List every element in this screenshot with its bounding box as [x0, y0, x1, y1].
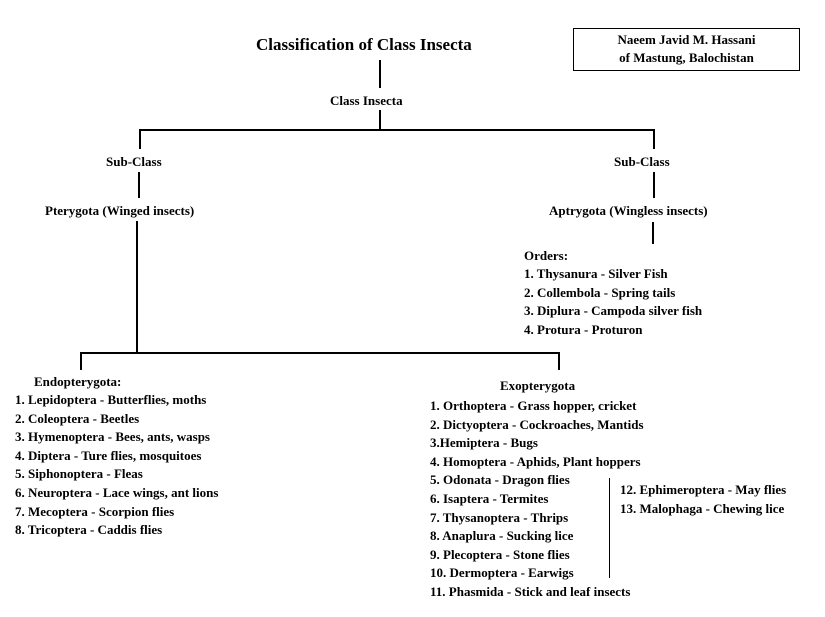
list-item: 4. Diptera - Ture flies, mosquitoes	[15, 447, 202, 463]
connector-right-subclass	[653, 129, 655, 149]
exopterygota-heading: Exopterygota	[500, 378, 576, 393]
division-horizontal-line	[80, 352, 560, 354]
exopterygota-column-divider	[609, 478, 610, 578]
list-item: 1. Lepidoptera - Butterflies, moths	[15, 392, 207, 407]
list-item: 7. Mecoptera - Scorpion flies	[15, 503, 175, 519]
list-item: 3. Diplura - Campoda silver fish	[524, 303, 703, 319]
list-item: 10. Dermoptera - Earwigs	[430, 565, 574, 581]
list-item: 13. Malophaga - Chewing lice	[620, 500, 785, 516]
exopterygota-orders-list: 1. Orthoptera - Grass hopper, cricket 2.…	[430, 397, 644, 602]
list-item: 2. Coleoptera - Beetles	[15, 410, 140, 426]
list-item: 1. Thysanura - Silver Fish	[524, 266, 668, 281]
connector-root-down	[379, 110, 381, 130]
list-item: 8. Tricoptera - Caddis flies	[15, 522, 163, 538]
connector-left-subclass	[139, 129, 141, 149]
list-item: 8. Anaplura - Sucking lice	[430, 528, 574, 544]
author-box: Naeem Javid M. Hassani of Mastung, Baloc…	[573, 28, 800, 71]
list-item: 3.Hemiptera - Bugs	[430, 435, 538, 451]
author-name: Naeem Javid M. Hassani	[617, 32, 756, 47]
left-subclass-label: Sub-Class	[106, 154, 162, 169]
connector-pterygota-down	[136, 221, 138, 353]
connector-exopterygota	[558, 352, 560, 370]
apterygota-orders-list: 1. Thysanura - Silver Fish 2. Collembola…	[524, 265, 702, 339]
list-item: 4. Homoptera - Aphids, Plant hoppers	[430, 453, 641, 469]
list-item: 3. Hymenoptera - Bees, ants, wasps	[15, 429, 210, 445]
connector-right-subclass-name	[653, 172, 655, 198]
author-location: of Mastung, Balochistan	[619, 50, 754, 65]
list-item: 5. Siphonoptera - Fleas	[15, 466, 143, 482]
list-item: 2. Dictyoptera - Cockroaches, Mantids	[430, 416, 644, 432]
exopterygota-extra-orders-list: 12. Ephimeroptera - May flies 13. Maloph…	[620, 481, 786, 518]
diagram-title: Classification of Class Insecta	[256, 35, 472, 54]
root-node: Class Insecta	[330, 93, 403, 108]
endopterygota-orders-list: 1. Lepidoptera - Butterflies, moths 2. C…	[15, 391, 218, 540]
subclass-horizontal-line	[139, 129, 655, 131]
right-subclass-label: Sub-Class	[614, 154, 670, 169]
list-item: 4. Protura - Proturon	[524, 321, 643, 337]
endopterygota-heading: Endopterygota:	[34, 374, 122, 389]
connector-title-to-root	[379, 60, 381, 88]
list-item: 11. Phasmida - Stick and leaf insects	[430, 583, 631, 599]
list-item: 6. Neuroptera - Lace wings, ant lions	[15, 484, 219, 500]
apterygota-orders-heading: Orders:	[524, 248, 569, 263]
list-item: 6. Isaptera - Termites	[430, 490, 549, 506]
list-item: 5. Odonata - Dragon flies	[430, 472, 570, 488]
list-item: 1. Orthoptera - Grass hopper, cricket	[430, 398, 637, 413]
connector-left-subclass-name	[138, 172, 140, 198]
list-item: 7. Thysanoptera - Thrips	[430, 509, 569, 525]
list-item: 2. Collembola - Spring tails	[524, 284, 676, 300]
list-item: 9. Plecoptera - Stone flies	[430, 546, 570, 562]
pterygota-node: Pterygota (Winged insects)	[45, 203, 195, 218]
apterygota-node: Aptrygota (Wingless insects)	[549, 203, 708, 218]
connector-apterygota-orders	[652, 222, 654, 244]
list-item: 12. Ephimeroptera - May flies	[620, 482, 787, 497]
connector-endopterygota	[80, 352, 82, 370]
